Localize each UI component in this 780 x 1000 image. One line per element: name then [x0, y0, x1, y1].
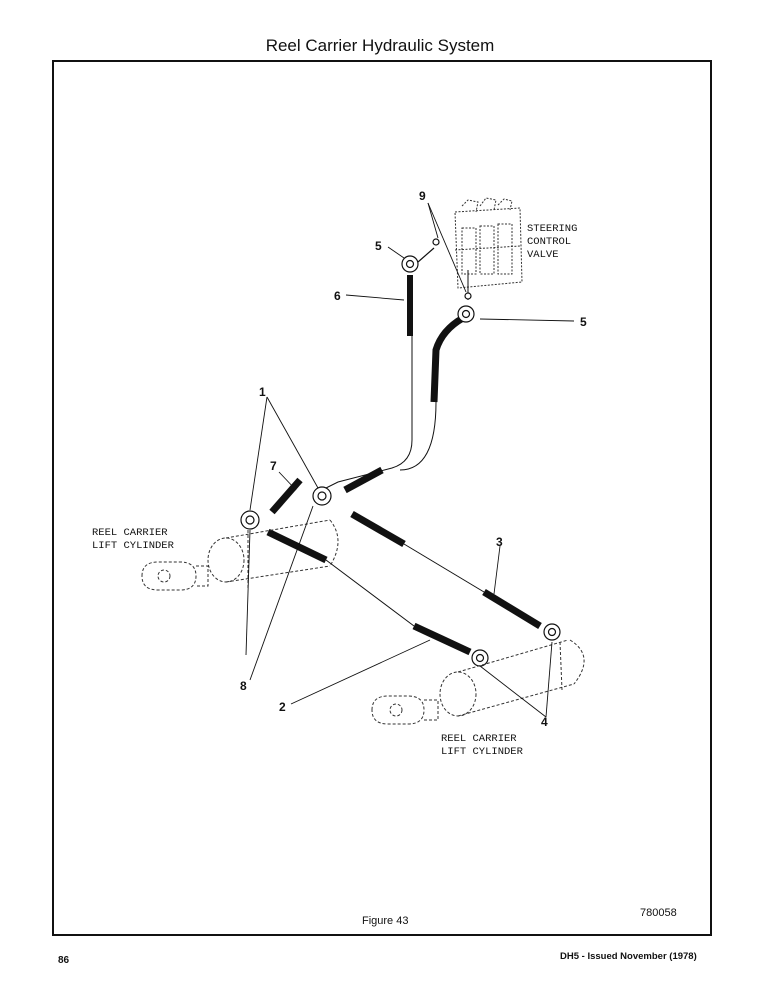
label-left-cylinder-1: REEL CARRIER: [92, 527, 168, 539]
callout-5-right: 5: [580, 315, 587, 329]
upper-hose-lines: [269, 247, 469, 515]
page-number: 86: [58, 955, 70, 966]
callout-8: 8: [240, 679, 247, 693]
label-left-cylinder-2: LIFT CYLINDER: [92, 540, 175, 552]
lower-hose-lines: [266, 510, 542, 656]
issue-note: DH5 - Issued November (1978): [560, 951, 697, 962]
fittings: [240, 238, 561, 667]
steering-control-valve: [454, 197, 523, 289]
figure-frame: [52, 60, 712, 936]
drawing-number: 780058: [640, 907, 677, 919]
leader-lines: [245, 202, 575, 718]
left-lift-cylinder: [141, 519, 339, 591]
label-steering-2: CONTROL: [527, 236, 571, 248]
callout-7: 7: [270, 459, 277, 473]
callout-3: 3: [496, 535, 503, 549]
label-steering-1: STEERING: [527, 223, 577, 235]
label-steering-3: VALVE: [527, 249, 559, 261]
label-right-cylinder-1: REEL CARRIER: [441, 733, 517, 745]
callout-5-left: 5: [375, 239, 382, 253]
label-right-cylinder-2: LIFT CYLINDER: [441, 746, 524, 758]
callout-2: 2: [279, 700, 286, 714]
callout-4: 4: [541, 715, 548, 729]
figure-caption: Figure 43: [362, 915, 409, 927]
page-title: Reel Carrier Hydraulic System: [265, 36, 495, 55]
callout-1: 1: [259, 385, 266, 399]
callout-9: 9: [419, 189, 426, 203]
callout-6: 6: [334, 289, 341, 303]
right-lift-cylinder: [371, 639, 585, 725]
